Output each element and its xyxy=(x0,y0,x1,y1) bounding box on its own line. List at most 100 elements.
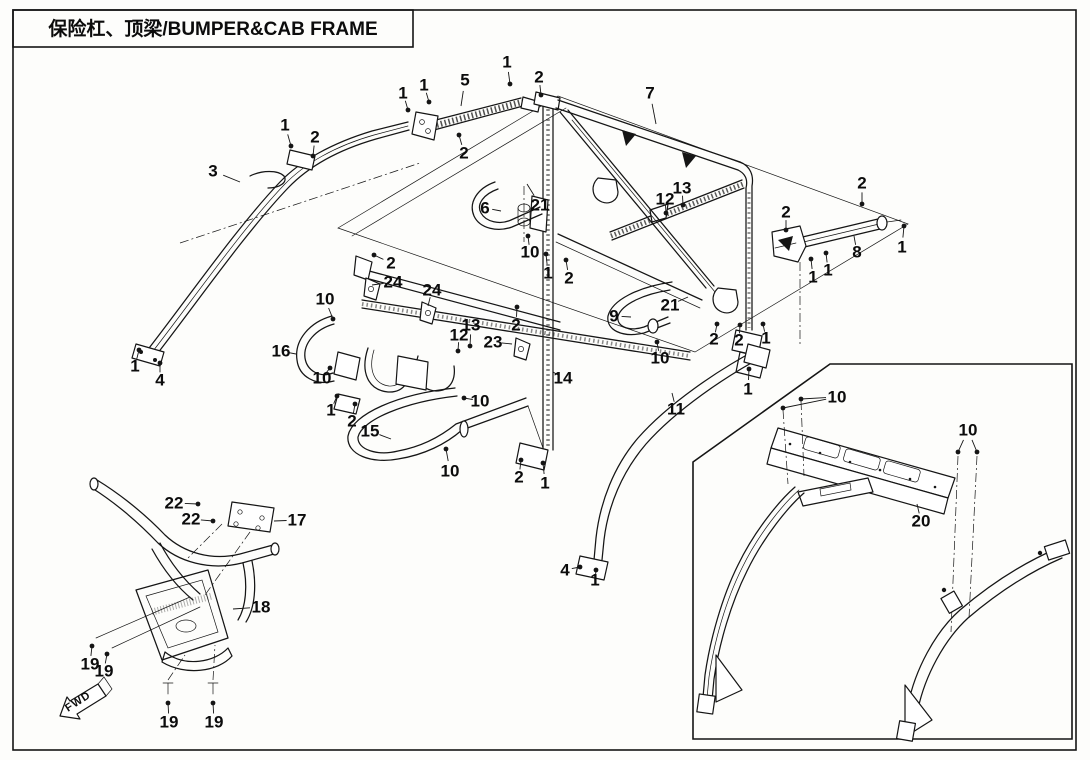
bolt-icon xyxy=(577,564,583,570)
bolt-icon xyxy=(371,252,377,258)
bolt-icon xyxy=(210,700,216,706)
bolt-icon xyxy=(330,316,336,322)
callout-8-label: 8 xyxy=(852,243,861,262)
callout-10-label: 10 xyxy=(651,349,670,368)
bolt-icon xyxy=(798,396,804,402)
callout-1-label: 1 xyxy=(808,268,817,287)
callout-22-label: 22 xyxy=(165,494,184,513)
leader-line xyxy=(223,174,241,183)
bolt-icon xyxy=(89,643,95,649)
bolt-icon xyxy=(518,457,524,463)
callout-1-label: 1 xyxy=(280,116,289,135)
callout-2-label: 2 xyxy=(386,254,395,273)
callout-1-label: 1 xyxy=(398,84,407,103)
callout-10-label: 10 xyxy=(441,462,460,481)
callout-2-label: 2 xyxy=(709,330,718,349)
callout-3-label: 3 xyxy=(208,162,217,181)
callout-17-label: 17 xyxy=(288,511,307,530)
bolt-icon xyxy=(859,201,865,207)
callout-4-label: 4 xyxy=(560,561,570,580)
bolt-icon xyxy=(663,210,669,216)
bolt-icon xyxy=(737,322,743,328)
page-title: 保险杠、顶梁/BUMPER&CAB FRAME xyxy=(47,17,377,40)
crossbar-5 xyxy=(411,96,541,141)
callout-7-label: 7 xyxy=(645,84,654,103)
callout-1-label: 1 xyxy=(419,76,428,95)
bolt-icon xyxy=(104,651,110,657)
callout-19-label: 19 xyxy=(95,662,114,681)
callout-10-label: 10 xyxy=(828,388,847,407)
leader-line xyxy=(552,371,559,376)
bed-frame xyxy=(353,255,691,393)
callout-2-label: 2 xyxy=(511,316,520,335)
callout-12-label: 12 xyxy=(450,326,469,345)
callout-2-label: 2 xyxy=(310,128,319,147)
leader-line xyxy=(379,434,392,440)
leader-line xyxy=(460,90,464,107)
callout-1-label: 1 xyxy=(897,238,906,257)
bolt-icon xyxy=(746,366,752,372)
leader-line xyxy=(492,208,502,212)
callout-1-label: 1 xyxy=(540,474,549,493)
bolt-icon xyxy=(714,321,720,327)
bolt-icon xyxy=(467,343,473,349)
callout-1-label: 1 xyxy=(590,571,599,590)
bolt-icon xyxy=(288,143,294,149)
roof-braces xyxy=(555,109,739,314)
bolt-icon xyxy=(157,360,163,366)
bolt-icon xyxy=(405,107,411,113)
bolt-icon xyxy=(563,257,569,263)
leader-line xyxy=(853,235,857,245)
callout-10-label: 10 xyxy=(521,243,540,262)
callout-10-label: 10 xyxy=(471,392,490,411)
callout-9-label: 9 xyxy=(609,307,618,326)
callout-1-label: 1 xyxy=(502,53,511,72)
bolt-icon xyxy=(352,401,358,407)
tube-15 xyxy=(347,387,544,461)
callout-2-label: 2 xyxy=(734,331,743,350)
callout-1-label: 1 xyxy=(543,264,552,283)
callout-13-label: 13 xyxy=(673,179,692,198)
callout-2-label: 2 xyxy=(564,269,573,288)
bolt-icon xyxy=(901,223,907,229)
bolt-icon xyxy=(461,395,467,401)
bolt-icon xyxy=(955,449,961,455)
bracket-17 xyxy=(227,501,275,533)
handle-6 xyxy=(471,181,543,230)
callout-12-label: 12 xyxy=(656,190,675,209)
bolt-icon xyxy=(783,227,789,233)
rail-11 xyxy=(575,343,771,581)
bolt-icon xyxy=(310,153,316,159)
callout-2-label: 2 xyxy=(534,68,543,87)
callout-10-label: 10 xyxy=(316,290,335,309)
callout-15-label: 15 xyxy=(361,422,380,441)
bolt-icon xyxy=(426,99,432,105)
callout-4-label: 4 xyxy=(155,371,165,390)
bolt-icon xyxy=(654,339,660,345)
callout-1-label: 1 xyxy=(761,329,770,348)
bolt-icon xyxy=(514,304,520,310)
bolt-icon xyxy=(165,700,171,706)
bolt-icon xyxy=(327,365,333,371)
bolt-icon xyxy=(680,202,686,208)
bolt-icon xyxy=(507,81,513,87)
bumper-assembly xyxy=(89,477,280,695)
bolt-icon xyxy=(593,567,599,573)
callout-19-label: 19 xyxy=(160,713,179,732)
leader-line xyxy=(800,397,827,400)
inset-box xyxy=(692,363,1073,740)
bolt-icon xyxy=(455,348,461,354)
bolt-icon xyxy=(780,405,786,411)
leader-line xyxy=(501,342,513,345)
handle-16 xyxy=(296,315,361,415)
callout-6-label: 6 xyxy=(480,199,489,218)
leader-line xyxy=(526,183,535,196)
leader-line xyxy=(671,392,675,402)
callout-11-label: 11 xyxy=(667,400,685,419)
callout-1-label: 1 xyxy=(326,401,335,420)
bolt-icon xyxy=(540,460,546,466)
callout-10-label: 10 xyxy=(313,369,332,388)
post-14 xyxy=(515,91,561,471)
